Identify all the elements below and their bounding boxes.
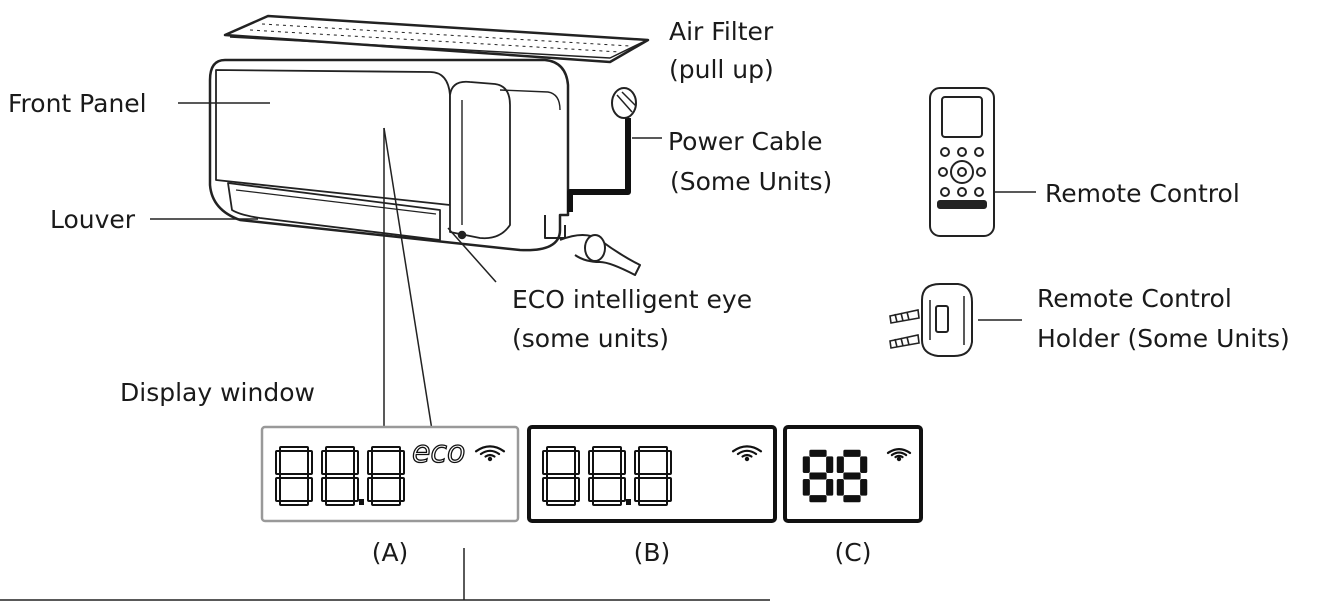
display-caption-b: (B) [634,538,671,567]
wifi-icon [731,445,763,462]
eco-eye-sublabel: (some units) [512,324,669,353]
wifi-icon [886,448,912,462]
eco-indicator: eco [412,435,465,470]
air-filter-label: Air Filter [669,17,774,46]
display-caption-a: (A) [372,538,409,567]
display-window-label: Display window [120,378,315,407]
remote-control-label: Remote Control [1045,179,1240,208]
screw-icon [889,309,920,349]
louver [227,182,441,241]
power-cable-sublabel: (Some Units) [670,167,832,196]
display-panel-c: (C) [783,425,923,567]
remote-control-icon [929,87,995,237]
remote-holder-icon [921,283,973,357]
air-conditioner-unit [208,14,650,276]
display-panel-a: eco (A) [260,425,520,567]
wifi-icon [474,445,506,462]
display-panel-b: (B) [527,425,777,567]
remote-holder-label: Remote Control [1037,284,1232,313]
display-caption-c: (C) [835,538,872,567]
front-panel-label: Front Panel [8,89,147,118]
power-cable [567,87,637,212]
remote-holder-sublabel: Holder (Some Units) [1037,324,1290,353]
air-filter-sublabel: (pull up) [669,55,774,84]
display-panels: eco (A) (B) (C) [260,425,923,567]
louver-label: Louver [50,205,136,234]
power-cable-label: Power Cable [668,127,823,156]
leader-lines [0,102,1036,601]
eco-eye-label: ECO intelligent eye [512,285,752,314]
air-filter [223,14,650,64]
